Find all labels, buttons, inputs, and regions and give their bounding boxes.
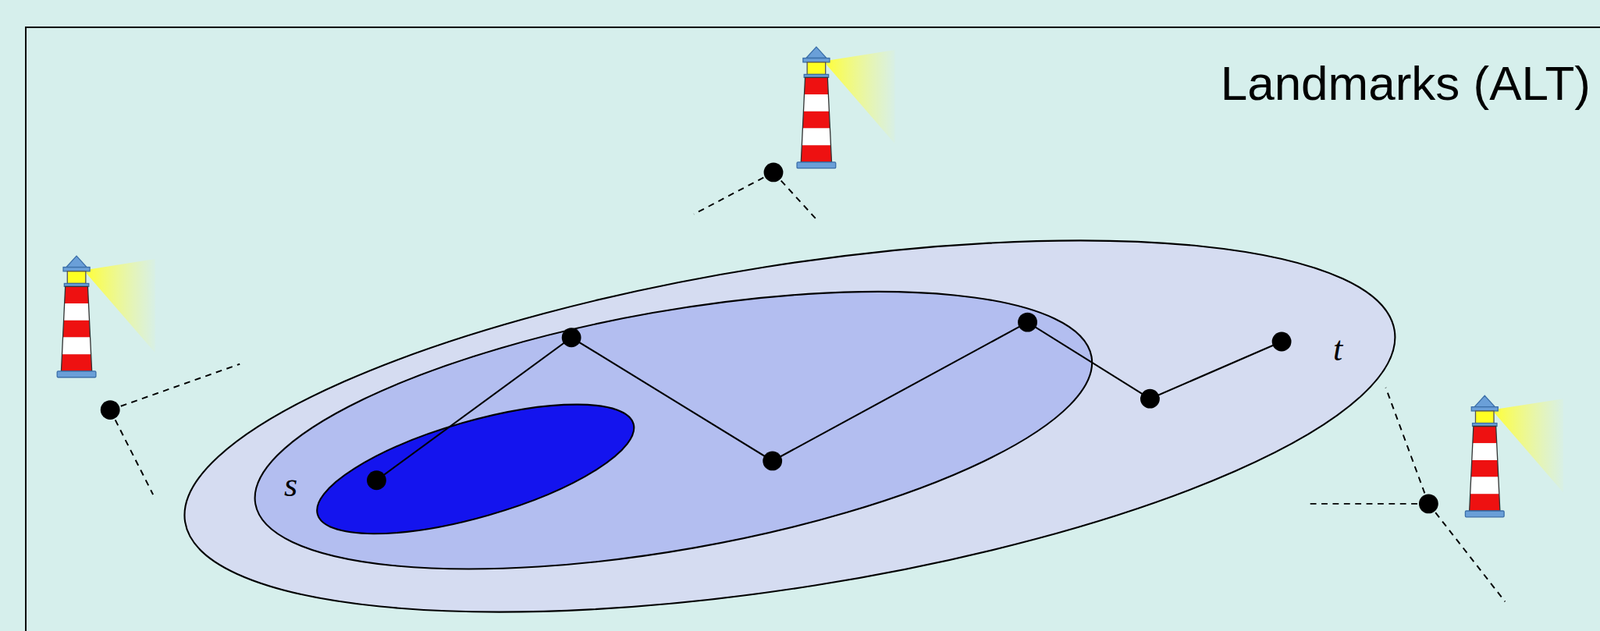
path-vertex <box>1017 312 1038 333</box>
tower-stripe <box>1470 477 1500 495</box>
tower-stripe <box>1471 460 1499 478</box>
scene <box>56 46 1564 631</box>
dashed-edge <box>1385 387 1429 505</box>
landmark-vertex <box>764 163 784 183</box>
base <box>796 162 836 169</box>
path-vertex <box>561 327 582 348</box>
inner-search-space <box>304 377 648 561</box>
dashed-edge <box>110 364 240 411</box>
lighthouse-icon <box>796 46 896 169</box>
light-beam <box>83 259 156 353</box>
shortest-path <box>376 322 1282 481</box>
slide-title: Landmarks (ALT) <box>1220 59 1591 108</box>
gallery <box>803 58 830 63</box>
tower-stripe <box>1472 426 1497 444</box>
tower-stripe <box>64 303 90 321</box>
tower-stripe <box>60 354 92 372</box>
roof <box>806 46 827 58</box>
gallery <box>1471 407 1498 412</box>
vertex-label: t <box>1333 332 1343 367</box>
landmark-vertex <box>1418 494 1439 514</box>
roof <box>1474 395 1495 407</box>
lamp <box>1475 411 1495 424</box>
tower-stripe <box>800 145 832 163</box>
tower-outline <box>1469 426 1501 512</box>
tower-stripe <box>801 128 831 146</box>
light-beam <box>1491 398 1564 493</box>
path-vertex <box>366 470 387 491</box>
base <box>56 371 96 378</box>
tower-stripe <box>803 94 829 112</box>
middle-search-space <box>234 239 1113 623</box>
dashed-edge <box>1305 503 1429 505</box>
tower-stripe <box>61 337 91 355</box>
tower-outline <box>800 77 832 163</box>
dashed-edge <box>1428 504 1505 603</box>
lamp <box>807 62 826 75</box>
outer-search-space <box>160 171 1420 631</box>
lighthouse-icon <box>56 256 156 378</box>
path-vertex <box>1272 332 1292 352</box>
gallery <box>63 267 90 272</box>
lighthouse-icon <box>1464 395 1564 518</box>
path-vertex <box>762 451 783 472</box>
tower-stripe <box>803 77 829 95</box>
landmark-vertex <box>100 400 121 420</box>
tower-stripe <box>1472 443 1498 461</box>
tower-stripe <box>802 111 830 129</box>
tower-stripe <box>63 320 91 338</box>
dashed-edge <box>693 172 774 215</box>
path-vertex <box>1140 389 1160 409</box>
light-beam <box>823 49 896 144</box>
tower-stripe <box>64 286 89 304</box>
tower-outline <box>60 286 92 372</box>
roof <box>66 256 87 267</box>
vertex-label: s <box>284 468 298 503</box>
base <box>1464 511 1504 518</box>
lamp <box>67 271 86 285</box>
dashed-edge <box>110 410 153 496</box>
tower-stripe <box>1469 494 1501 512</box>
